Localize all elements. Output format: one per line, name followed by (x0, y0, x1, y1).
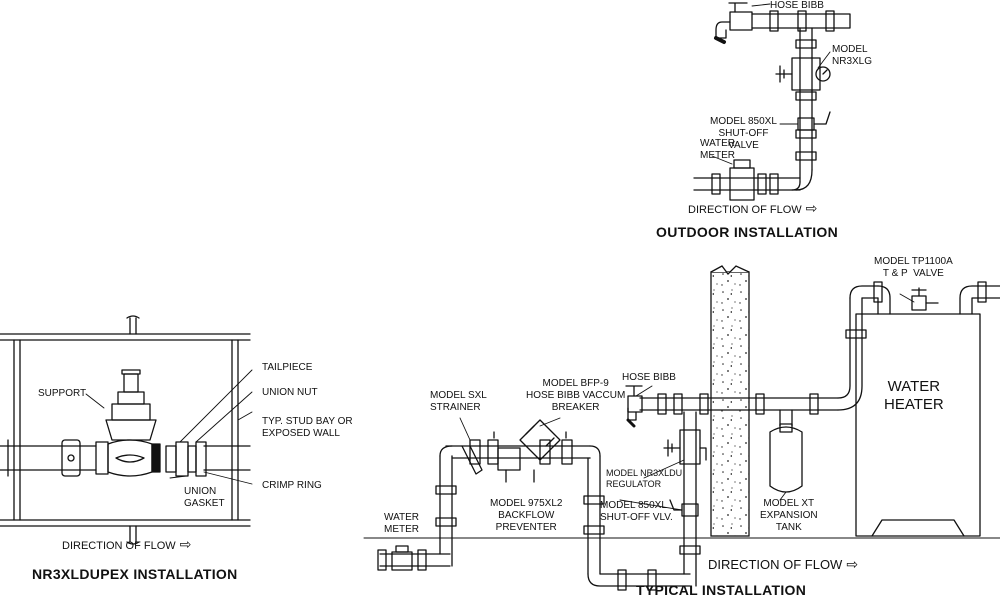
typical-hose-bibb-icon (625, 385, 643, 428)
typical-expansion-label: MODEL XT EXPANSION TANK (760, 498, 818, 533)
arrow-right-icon: ⇨ (179, 536, 192, 552)
dupex-crimp-ring-label: CRIMP RING (262, 480, 322, 491)
shutoff-valve-icon (797, 111, 831, 131)
water-heater-icon (855, 313, 981, 537)
dupex-installation (0, 315, 253, 545)
outdoor-direction-label: DIRECTION OF FLOW⇨ (688, 200, 818, 216)
expansion-tank-icon (769, 423, 803, 493)
strainer-icon (461, 439, 483, 475)
dupex-stud-bay-label: TYP. STUD BAY OR EXPOSED WALL (262, 416, 353, 439)
dupex-title: NR3XLDUPEX INSTALLATION (32, 566, 238, 582)
concrete-wall (710, 265, 750, 537)
dupex-support-label: SUPPORT (38, 388, 87, 399)
typical-shutoff-label: MODEL 850XL SHUT-OFF VLV. (600, 500, 673, 523)
dupex-union-nut-label: UNION NUT (262, 387, 318, 398)
typical-hose-bibb-label: HOSE BIBB (622, 372, 676, 383)
nr3xlg-regulator-icon (775, 57, 831, 91)
water-heater-label: WATER HEATER (884, 378, 944, 413)
dupex-direction-label: DIRECTION OF FLOW⇨ (62, 536, 192, 552)
arrow-right-icon: ⇨ (805, 200, 818, 216)
outdoor-installation (693, 2, 851, 201)
typical-installation (363, 281, 1000, 591)
typical-direction-label: DIRECTION OF FLOW⇨ (708, 556, 859, 572)
typical-975-label: MODEL 975XL2 BACKFLOW PREVENTER (490, 498, 563, 533)
dupex-tailpiece-label: TAILPIECE (262, 362, 313, 373)
dupex-valve-icon (95, 369, 161, 477)
outdoor-shutoff-label: MODEL 850XL SHUT-OFF VALVE (710, 116, 777, 151)
outdoor-title: OUTDOOR INSTALLATION (656, 224, 839, 240)
dupex-union-gasket-label: UNION GASKET (184, 486, 225, 509)
nr3xldu-regulator-icon (663, 429, 707, 465)
typical-bfp-label: MODEL BFP-9 HOSE BIBB VACCUM BREAKER (526, 378, 626, 413)
typical-tp-valve-label: MODEL TP1100A T & P VALVE (874, 256, 953, 279)
typical-sxl-label: MODEL SXL STRAINER (430, 390, 487, 413)
typical-title: TYPICAL INSTALLATION (636, 582, 807, 598)
water-meter-icon (729, 159, 755, 201)
tp-valve-icon (911, 287, 939, 311)
tailpiece-union-icon (165, 441, 207, 477)
hose-bibb-icon (714, 2, 753, 44)
typical-water-meter-icon (391, 545, 413, 571)
typical-regulator-label: MODEL NR3XLDU REGULATOR (606, 468, 683, 489)
arrow-right-icon: ⇨ (846, 556, 859, 572)
outdoor-hose-bibb-label: HOSE BIBB (770, 0, 824, 11)
outdoor-nr3xlg-label: MODEL NR3XLG (832, 44, 873, 67)
typical-water-meter-label: WATER METER (384, 512, 419, 535)
support-clamp-icon (61, 439, 81, 477)
backflow-preventer-icon (487, 419, 573, 483)
outdoor-water-meter-label: WATER METER (700, 138, 735, 161)
